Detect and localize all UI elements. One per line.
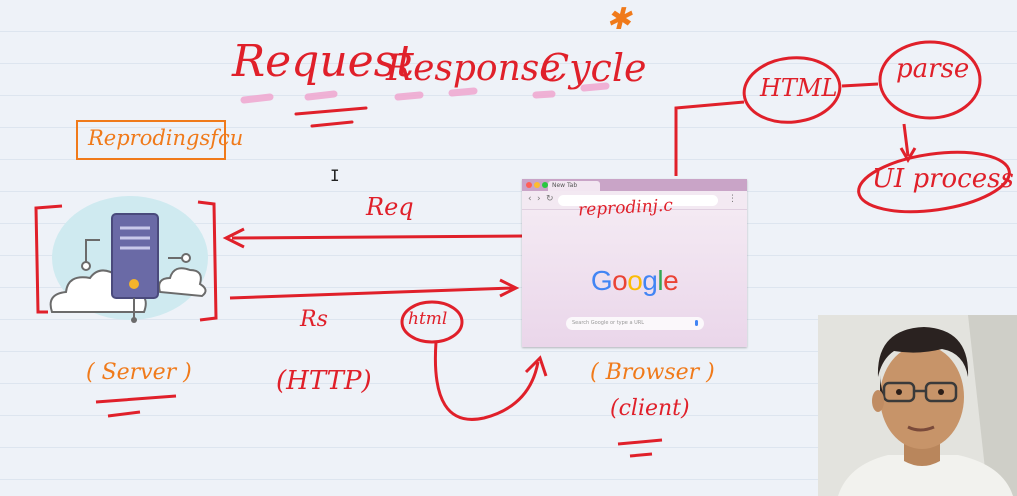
html-node-label: HTML bbox=[760, 74, 838, 102]
maximize-dot-icon bbox=[542, 182, 548, 188]
flow-line-html-parse bbox=[841, 82, 879, 88]
google-logo-letter: G bbox=[590, 265, 613, 296]
forward-arrow-icon: › bbox=[537, 194, 541, 204]
minimize-dot-icon bbox=[534, 182, 540, 188]
request-arrow bbox=[231, 234, 525, 240]
address-bar bbox=[558, 195, 718, 206]
flow-line-browser-html bbox=[674, 100, 745, 176]
server-label: ( Server ) bbox=[86, 360, 192, 385]
microphone-icon bbox=[695, 320, 698, 326]
title-highlight-dashes bbox=[240, 82, 610, 104]
back-arrow-icon: ‹ bbox=[528, 194, 532, 204]
close-dot-icon bbox=[526, 182, 532, 188]
presenter-silhouette bbox=[818, 315, 1017, 496]
html-circle-small bbox=[400, 300, 464, 344]
reload-icon: ↻ bbox=[546, 194, 554, 204]
parse-node-label: parse bbox=[896, 54, 970, 84]
protocol-label: (HTTP) bbox=[276, 366, 372, 396]
menu-dots-icon: ⋮ bbox=[728, 194, 737, 204]
html-small-label: html bbox=[408, 309, 448, 329]
google-logo-letter: g bbox=[642, 265, 658, 296]
google-logo-letter: o bbox=[627, 265, 643, 296]
domain-box-label: Reprodingsfcu bbox=[88, 126, 244, 150]
html-curve-arrow bbox=[433, 341, 540, 421]
title-response: Response bbox=[386, 48, 561, 89]
google-search-box: Search Google or type a URL bbox=[566, 317, 704, 330]
title-underline bbox=[294, 106, 368, 128]
response-label: Rs bbox=[300, 307, 328, 332]
title-cycle: Cycle bbox=[540, 46, 647, 90]
request-label: Req bbox=[366, 193, 414, 221]
browser-tab: New Tab bbox=[548, 181, 600, 191]
parse-node-circle bbox=[878, 40, 982, 120]
client-underline bbox=[617, 438, 663, 458]
browser-toolbar: ‹ › ↻ ⋮ bbox=[522, 191, 747, 210]
ui-node-circle bbox=[857, 150, 1011, 214]
google-logo-letter: o bbox=[612, 265, 628, 296]
response-arrow bbox=[229, 286, 515, 300]
domain-box bbox=[76, 120, 226, 160]
google-logo-letter: e bbox=[663, 265, 679, 296]
webcam-overlay bbox=[818, 315, 1017, 496]
server-bracket-left bbox=[34, 204, 63, 314]
server-bracket-right bbox=[197, 200, 218, 322]
flow-line-parse-ui bbox=[902, 123, 910, 157]
title-request: Request bbox=[232, 36, 414, 87]
browser-window: New Tab ‹ › ↻ ⋮ Google Search Google or … bbox=[522, 179, 747, 347]
browser-titlebar: New Tab bbox=[522, 179, 747, 191]
text-cursor-icon: I bbox=[330, 166, 340, 185]
client-label: (client) bbox=[610, 396, 690, 421]
google-logo-letter: l bbox=[657, 265, 664, 296]
star-icon: ✱ bbox=[606, 2, 632, 37]
server-underline bbox=[95, 394, 177, 418]
server-illustration bbox=[49, 196, 208, 323]
html-node-circle bbox=[742, 56, 842, 124]
ui-node-label: UI process bbox=[872, 164, 1014, 194]
google-logo: Google bbox=[522, 265, 747, 297]
browser-label: ( Browser ) bbox=[590, 360, 715, 385]
